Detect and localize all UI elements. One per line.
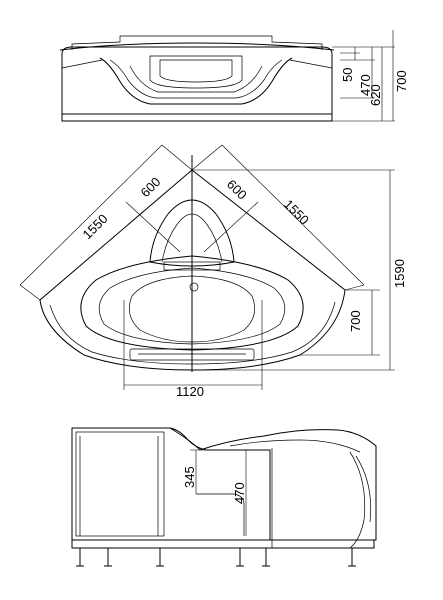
front-side-line-left [61, 59, 103, 69]
side-view: 345 470 [71, 427, 377, 567]
side-dim-470: 470 [232, 482, 247, 504]
front-rim [59, 42, 335, 51]
top-dim-1550-left: 1550 [80, 211, 111, 242]
front-side-line-right [289, 59, 333, 69]
front-dim-620: 620 [368, 84, 383, 106]
top-dim-600-left: 600 [138, 174, 164, 200]
top-view: 600 600 1550 1550 1590 700 1120 [19, 144, 407, 399]
side-legs [76, 548, 356, 567]
top-dim-700: 700 [348, 310, 363, 332]
side-window-curve [349, 451, 366, 549]
top-dim-1590: 1590 [392, 259, 407, 288]
front-backrest-inner [159, 59, 233, 83]
side-dim-345: 345 [182, 466, 197, 488]
front-backrest [149, 55, 243, 89]
front-body [61, 46, 333, 114]
top-dim-1120: 1120 [176, 384, 204, 399]
front-dim-470: 470 [358, 74, 373, 96]
front-view: 50 470 620 700 [59, 30, 409, 122]
front-window-inner2 [129, 65, 263, 93]
side-frame [71, 539, 375, 549]
top-dim-1550-right: 1550 [281, 197, 312, 228]
front-window-inner [109, 59, 283, 99]
top-drain [189, 282, 199, 292]
side-right-outline [199, 429, 377, 541]
front-dim-50: 50 [340, 68, 355, 82]
side-step [196, 493, 245, 536]
front-window-outer [99, 57, 293, 105]
front-dim-700: 700 [394, 70, 409, 92]
front-headrest [71, 35, 323, 50]
front-base [61, 113, 333, 122]
